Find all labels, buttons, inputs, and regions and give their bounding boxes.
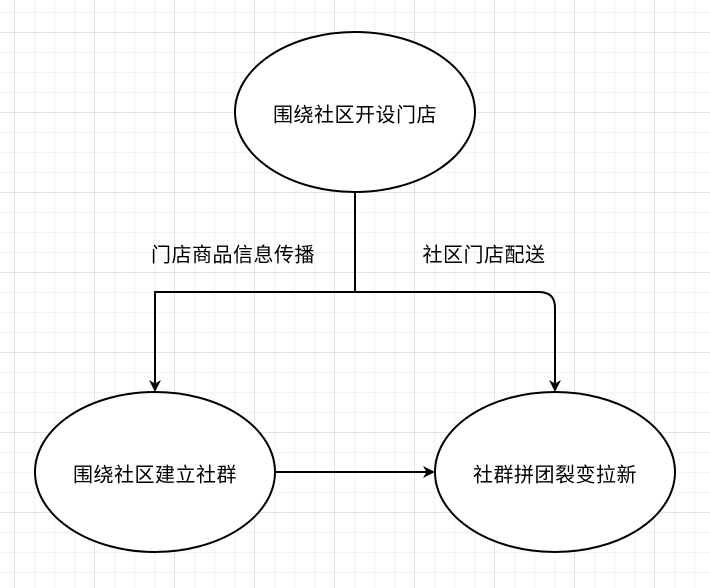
edge-label-store-delivery: 社区门店配送 bbox=[422, 242, 546, 267]
edge-open-store-to-build-community[interactable] bbox=[149, 192, 356, 392]
node-open-store-label: 围绕社区开设门店 bbox=[273, 102, 437, 127]
node-open-store-shape[interactable] bbox=[234, 31, 476, 193]
node-build-community-shape[interactable] bbox=[34, 391, 276, 553]
edge-label-store-info-spread: 门店商品信息传播 bbox=[151, 242, 315, 267]
edge-open-store-to-group-buy[interactable] bbox=[355, 291, 561, 392]
node-group-buy-shape[interactable] bbox=[434, 391, 676, 553]
node-group-buy-label: 社群拼团裂变拉新 bbox=[473, 462, 637, 487]
node-build-community-label: 围绕社区建立社群 bbox=[73, 462, 237, 487]
